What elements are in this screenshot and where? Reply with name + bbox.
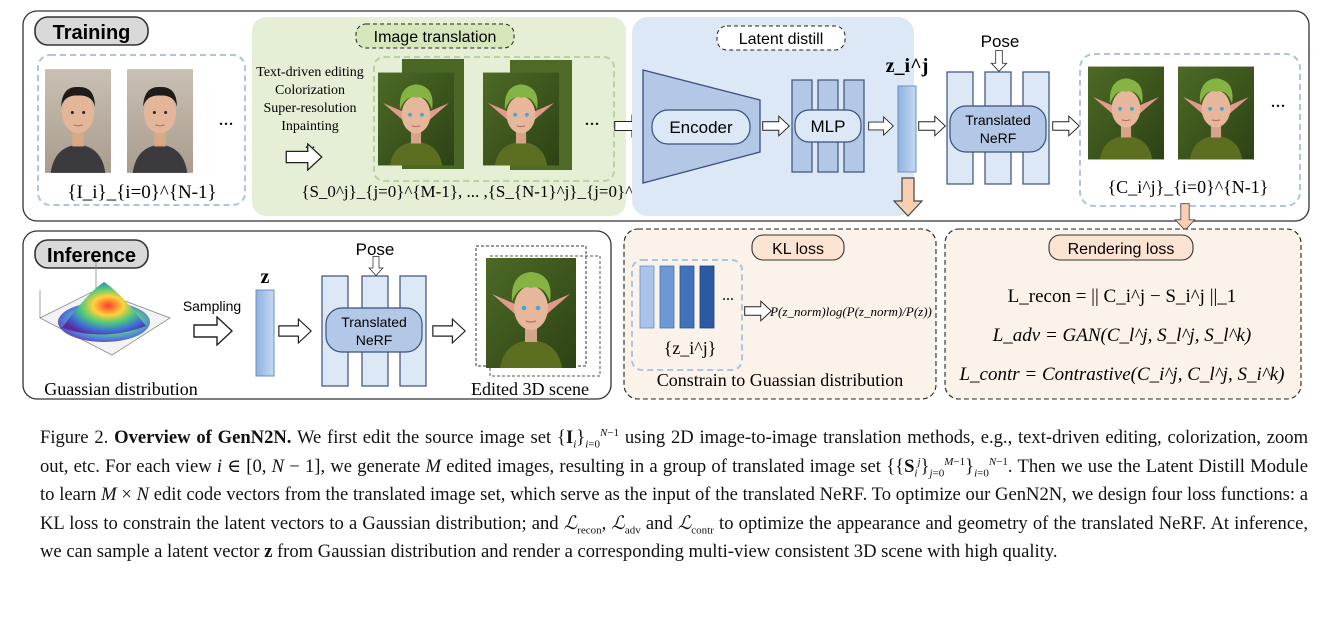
rendered-elf-image-2 (1178, 65, 1254, 161)
training-panel (22, 10, 1310, 222)
edited-scene-label: Edited 3D scene (471, 379, 589, 399)
sampling-label: Sampling (183, 298, 241, 314)
training-pose-label: Pose (981, 32, 1020, 51)
arrow-to-rendering-loss-icon (1174, 203, 1196, 231)
input-face-image-2 (127, 68, 193, 174)
training-title: Training (53, 22, 131, 44)
latent-vectors-ellipsis: ... (722, 287, 734, 304)
latent-vector-bar (897, 85, 917, 173)
input-face-image-1 (45, 68, 111, 174)
caption-title: Overview of GenN2N. (114, 427, 292, 448)
kl-loss-caption: Constrain to Guassian distribution (657, 370, 904, 390)
input-images-frame (37, 54, 246, 206)
input-ellipsis: ... (219, 108, 234, 130)
inference-pose-arrow-icon (368, 256, 384, 276)
latent-vectors-frame (631, 259, 743, 371)
caption-math-l-contr: ℒcontr (677, 512, 714, 537)
inference-panel (22, 230, 612, 400)
caption-text-7: and (645, 512, 673, 534)
latent-vectors-label: {z_i^j} (664, 338, 717, 358)
caption-text-1: We first edit the source image set (296, 427, 552, 448)
caption-text-5: . Then we use the Latent Distill Module … (40, 455, 1309, 506)
translated-elf-image-2 (483, 71, 559, 167)
input-image-set-label: {I_i}_{i=0}^{N-1} (67, 182, 216, 203)
arrow-to-rendered-icon (1052, 115, 1080, 137)
caption-text-4: edited images, resulting in a group of t… (446, 455, 881, 477)
training-title-badge: Training (34, 16, 149, 46)
sampling-arrow-icon (192, 316, 234, 346)
caption-text-8: to optimize the appearance and geometry … (40, 512, 1308, 563)
inference-title-badge: Inference (34, 239, 149, 269)
image-translation-badge: Image translation (355, 23, 515, 49)
latent-distill-badge: Latent distill (716, 25, 846, 51)
caption-label: Figure 2. (40, 427, 109, 448)
method-inpainting: Inpainting (281, 119, 339, 134)
figure-caption: Figure 2. Overview of GenN2N. We first e… (40, 424, 1308, 567)
mlp-label: MLP (811, 117, 846, 136)
method-text-driven-editing: Text-driven editing (256, 65, 364, 80)
caption-math-input-set: {Ii}i=0N−1 (557, 426, 620, 451)
translated-image-set-label: {S_0^j}_{j=0}^{M-1}, ... ,{S_{N-1}^j}_{j… (301, 182, 678, 201)
arrow-to-edited-scene-icon (432, 318, 466, 344)
translated-elf-image-1 (378, 71, 454, 167)
rendered-image-set-label: {C_i^j}_{i=0}^{N-1} (1108, 177, 1269, 197)
caption-text-2: using 2D image-to-image translation meth… (40, 427, 1309, 477)
overview-diagram: Training ... {I_i}_{i=0}^{N-1} Image tra… (22, 10, 1310, 400)
kl-loss-title: KL loss (772, 241, 824, 258)
rendered-elf-image-1 (1088, 65, 1164, 161)
inference-z-bar (255, 289, 275, 377)
training-pose-arrow-icon (990, 50, 1008, 72)
edited-3d-scene-box (475, 245, 601, 377)
arrow-to-inference-nerf-icon (278, 318, 312, 344)
caption-math-view-range: i ∈ [0, N − 1] (216, 455, 321, 477)
caption-text-3: , we generate (320, 455, 421, 477)
edited-scene-elf-image (486, 257, 576, 369)
mlp-block: MLP (791, 79, 865, 173)
caption-math-z: z (264, 541, 273, 562)
encoder-label: Encoder (669, 118, 733, 137)
rendering-loss-title: Rendering loss (1068, 241, 1175, 258)
arrow-to-nerf-icon (918, 115, 946, 137)
rendered-images-frame (1079, 53, 1301, 207)
translation-methods-list: Text-driven editing Colorization Super-r… (256, 65, 364, 152)
kl-formula: P(z_norm)log(P(z_norm)/P(z)) (769, 304, 932, 319)
latent-vector-label: z_i^j (886, 55, 929, 77)
recon-loss-formula: L_recon = || C_i^j − S_i^j ||_1 (1008, 286, 1237, 307)
distribution-label: Guassian distribution (44, 379, 198, 399)
caption-math-l-recon: ℒrecon, ℒadv (563, 512, 641, 537)
rendering-loss-formulas: L_recon = || C_i^j − S_i^j ||_1 L_adv = … (958, 286, 1284, 385)
caption-text-9: from Gaussian distribution and render a … (276, 541, 1058, 562)
encoder-block: Encoder (642, 69, 761, 184)
caption-math-m: M (425, 455, 441, 477)
method-ellipsis: ... (305, 137, 316, 152)
method-colorization: Colorization (275, 83, 345, 98)
translated-ellipsis: ... (585, 108, 600, 130)
rendering-loss-panel (944, 228, 1302, 400)
rendered-ellipsis: ... (1271, 90, 1286, 112)
rendering-loss-badge: Rendering loss (1048, 234, 1194, 261)
latent-distill-title: Latent distill (739, 31, 824, 48)
method-super-resolution: Super-resolution (263, 101, 356, 116)
latent-vectors-stack (639, 265, 715, 329)
inference-z-label: z (261, 266, 270, 288)
kl-loss-badge: KL loss (751, 234, 845, 261)
contr-loss-formula: L_contr = Contrastive(C_i^j, C_l^j, S_i^… (958, 364, 1284, 385)
caption-math-translated-set: {{Sij}j=0M−1}i=0N−1 (886, 455, 1008, 480)
image-translation-title: Image translation (374, 29, 497, 46)
translated-images-frame (373, 56, 615, 182)
caption-text-6: edit code vectors from the translated im… (40, 484, 1309, 534)
inference-pose-label: Pose (356, 240, 395, 259)
inference-title: Inference (47, 245, 136, 267)
adv-loss-formula: L_adv = GAN(C_l^j, S_l^j, S_l^k) (992, 325, 1252, 346)
caption-math-mxn: M × N (101, 484, 149, 505)
gaussian-distribution-plot (39, 262, 171, 356)
